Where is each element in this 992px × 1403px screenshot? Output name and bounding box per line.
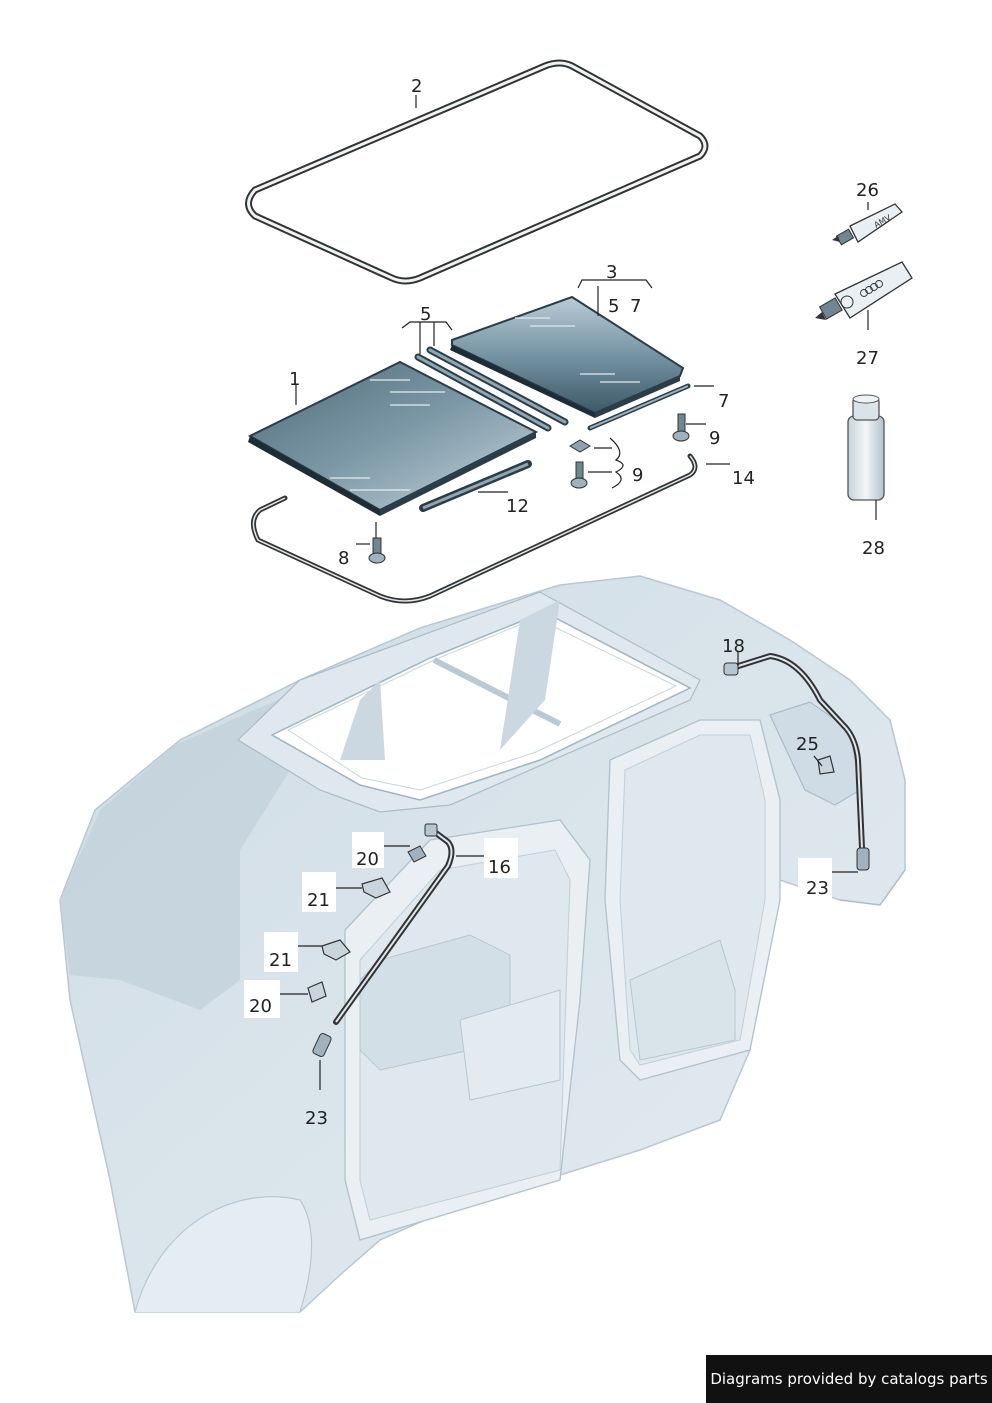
screw-9a: [570, 461, 588, 489]
rings-logo-icon: [860, 280, 883, 297]
footer-credit-text: Diagrams provided by catalogs parts: [710, 1370, 988, 1388]
drain-hose-rear: [723, 652, 865, 851]
callout-23-rear: 23: [806, 878, 829, 899]
callout-12: 12: [506, 496, 529, 517]
seal-strip-7: [587, 383, 691, 431]
callout-21-mid: 21: [269, 950, 292, 971]
callout-5: 5: [420, 304, 431, 325]
callout-1: 1: [289, 369, 300, 390]
seal-strip-12: [419, 460, 532, 512]
rear-glass-panel: [450, 295, 685, 418]
callout-16: 16: [488, 857, 511, 878]
callout-25: 25: [796, 734, 819, 755]
callout-labels: 2 1 3 5 7 5 7 8 9 9 12 14 26 27 28 18 25…: [244, 76, 885, 1129]
drain-hose-front: [333, 823, 455, 1025]
clip-20-low: [307, 981, 327, 1003]
valve-23-rear: [856, 847, 870, 871]
callout-28: 28: [862, 538, 885, 559]
clip-20-top: [407, 845, 427, 863]
callout-2: 2: [411, 76, 422, 97]
valve-23-front: [312, 1032, 332, 1058]
clip-9: [569, 439, 591, 453]
front-glass-panel: [247, 360, 539, 516]
footer-credit[interactable]: Diagrams provided by catalogs parts: [706, 1355, 992, 1403]
callout-3-sub-5: 5: [608, 296, 619, 317]
leader-lines: [278, 95, 877, 1090]
brand-logo-icon: [840, 295, 854, 309]
callout-3: 3: [606, 262, 617, 283]
callout-7: 7: [718, 391, 729, 412]
adhesive-tube-large: [815, 261, 913, 320]
car-body: [59, 575, 906, 1313]
callout-26: 26: [856, 180, 879, 201]
callout-9-left: 9: [632, 465, 643, 486]
screw-8: [368, 537, 386, 564]
callout-27: 27: [856, 348, 879, 369]
callout-14: 14: [732, 468, 755, 489]
callout-3-sub-7: 7: [630, 296, 641, 317]
callout-9-right: 9: [709, 428, 720, 449]
callout-18: 18: [722, 636, 745, 657]
cleaner-bottle: [847, 394, 885, 501]
callout-20-low: 20: [249, 996, 272, 1017]
callout-20-top: 20: [356, 849, 379, 870]
guide-strips: [414, 346, 569, 432]
clip-21-mid: [321, 939, 351, 961]
clip-21-top: [361, 877, 391, 899]
callout-21-top: 21: [307, 890, 330, 911]
drain-hose-loop: [251, 453, 698, 604]
clip-25: [817, 755, 835, 775]
adhesive-tube-small: AMV: [832, 203, 903, 246]
callout-23-front: 23: [305, 1108, 328, 1129]
screw-9b: [672, 413, 690, 442]
roof-seal-frame: [245, 59, 709, 285]
callout-8: 8: [338, 548, 349, 569]
